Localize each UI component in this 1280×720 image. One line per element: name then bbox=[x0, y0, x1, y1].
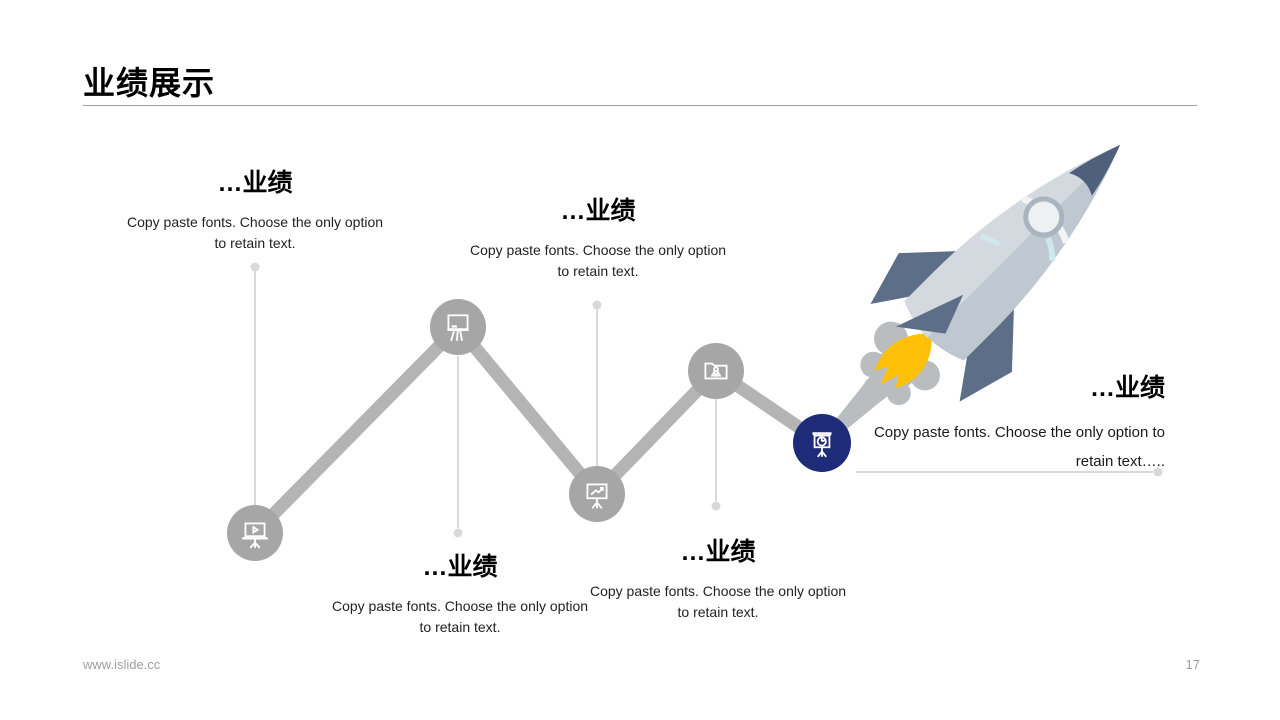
milestone-body: Copy paste fonts. Choose the only option… bbox=[589, 583, 847, 620]
milestone-text-1: …业绩 Copy paste fonts. Choose the only op… bbox=[125, 163, 385, 254]
page-number: 17 bbox=[1185, 657, 1200, 672]
chart-screen-icon bbox=[580, 477, 614, 511]
presentation-play-icon bbox=[238, 516, 272, 550]
milestone-heading: …业绩 bbox=[217, 169, 293, 197]
milestone-text-2: …业绩 Copy paste fonts. Choose the only op… bbox=[468, 191, 728, 282]
milestone-node-2 bbox=[430, 299, 486, 355]
milestone-text-4: …业绩 Copy paste fonts. Choose the only op… bbox=[588, 532, 848, 623]
milestone-heading: …业绩 bbox=[680, 538, 756, 566]
milestone-node-1 bbox=[227, 505, 283, 561]
milestone-body: Copy paste fonts. Choose the only option… bbox=[331, 598, 589, 635]
milestone-heading: …业绩 bbox=[1089, 374, 1165, 402]
milestone-node-3 bbox=[569, 466, 625, 522]
milestone-node-4 bbox=[688, 343, 744, 399]
milestone-heading: …业绩 bbox=[560, 197, 636, 225]
milestone-text-3: …业绩 Copy paste fonts. Choose the only op… bbox=[330, 547, 590, 638]
whiteboard-easel-icon bbox=[441, 310, 475, 344]
milestone-body: Copy paste fonts. Choose the only option… bbox=[469, 242, 727, 279]
milestone-body: Copy paste fonts. Choose the only option… bbox=[873, 424, 1165, 470]
pie-presentation-icon bbox=[805, 426, 839, 460]
page-title: 业绩展示 bbox=[83, 65, 216, 101]
footer-url: www.islide.cc bbox=[83, 657, 161, 672]
title-divider bbox=[83, 105, 1197, 106]
milestone-heading: …业绩 bbox=[422, 553, 498, 581]
rocket-illustration bbox=[830, 144, 1121, 453]
milestone-body: Copy paste fonts. Choose the only option… bbox=[126, 214, 384, 251]
milestone-node-5 bbox=[793, 414, 851, 472]
folder-user-icon bbox=[699, 354, 733, 388]
milestone-text-5: …业绩 Copy paste fonts. Choose the only op… bbox=[853, 368, 1165, 476]
